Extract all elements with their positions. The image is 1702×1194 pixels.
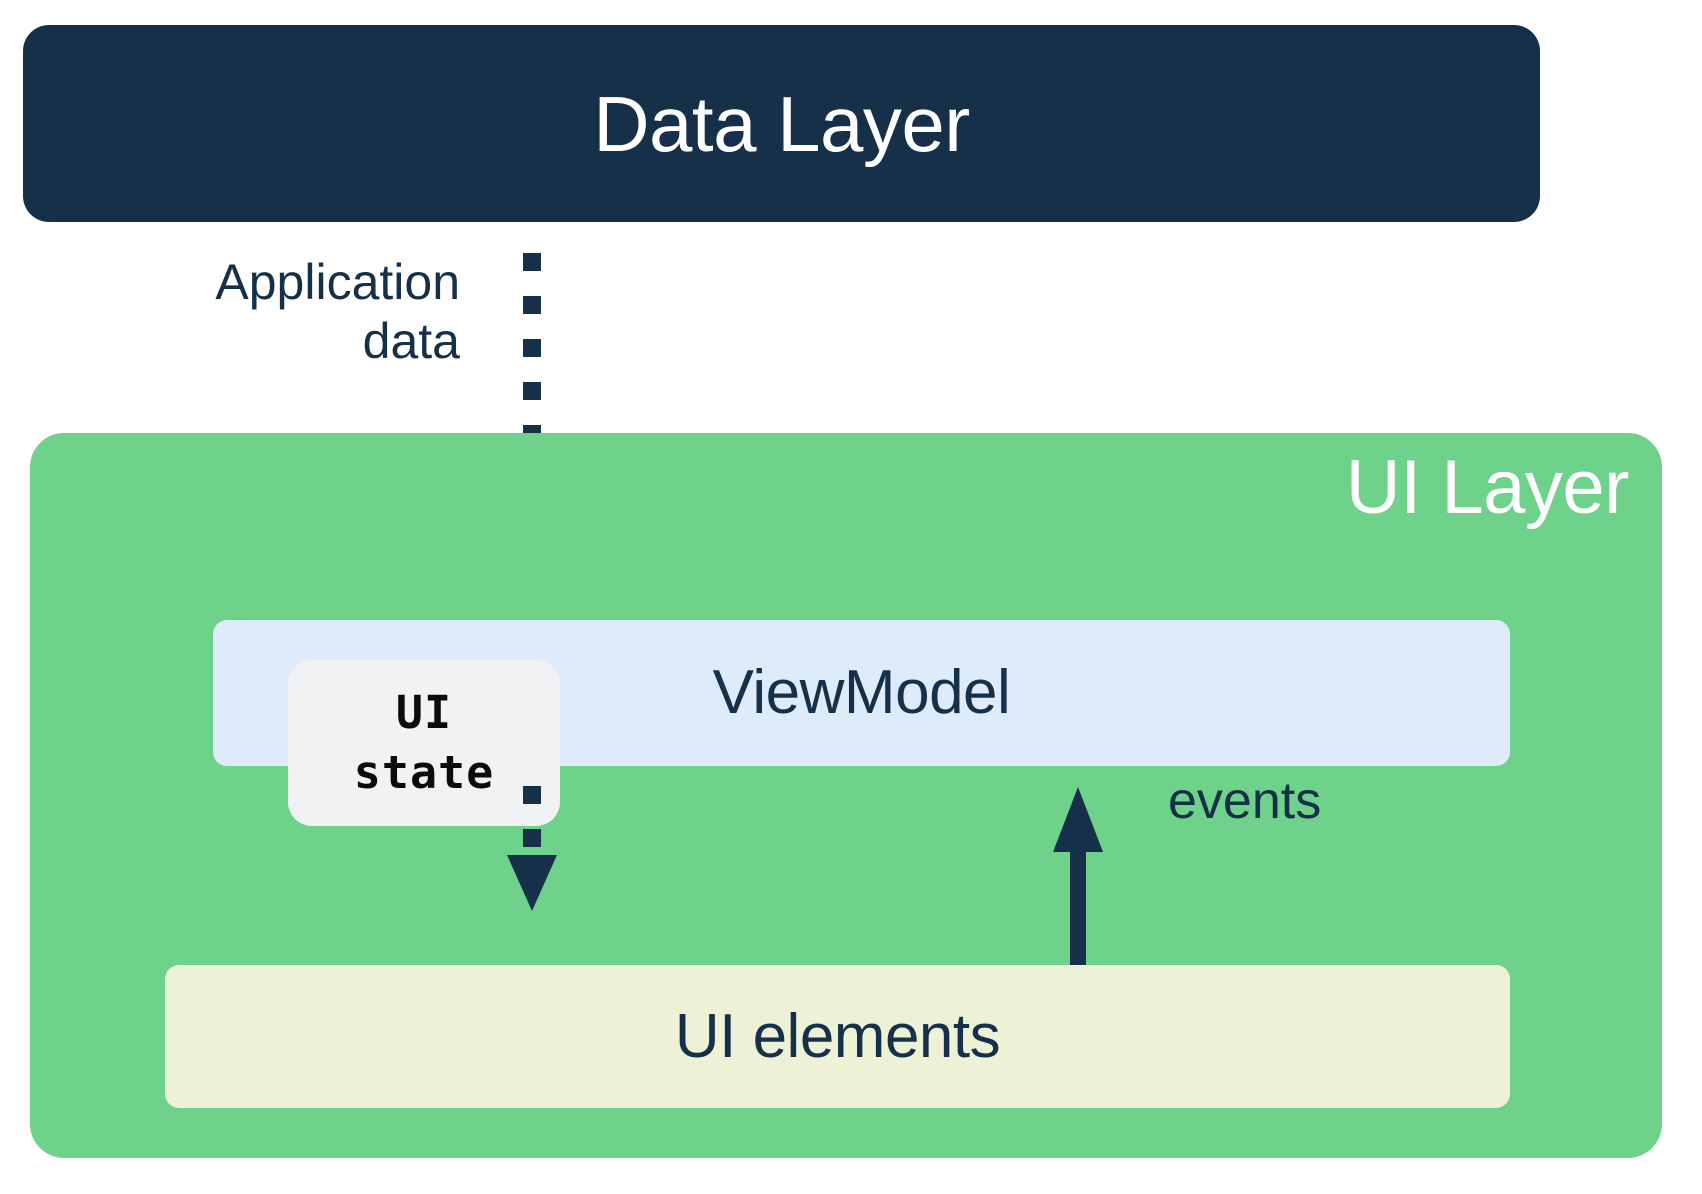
dot-segment (523, 296, 541, 314)
events-arrowhead-icon (1053, 787, 1103, 852)
ui-state-line1: UI (395, 685, 453, 739)
viewmodel-label: ViewModel (712, 658, 1011, 727)
events-arrow-icon (1053, 787, 1103, 965)
events-label: events (1168, 772, 1322, 830)
ui-state-dotted-line (523, 786, 541, 848)
ui-state-arrowhead-icon (507, 855, 557, 911)
ui-layer-box: UI Layer ViewModel UI state events UI el… (30, 433, 1662, 1158)
application-data-label-line2: data (362, 313, 460, 369)
ui-elements-box: UI elements (165, 965, 1510, 1108)
dot-segment (523, 253, 541, 271)
ui-state-chip: UI state (288, 660, 560, 826)
ui-layer-title: UI Layer (1345, 445, 1630, 530)
dot-segment (523, 829, 541, 847)
dot-segment (523, 382, 541, 400)
events-arrow-shaft (1070, 847, 1086, 965)
dot-segment (523, 786, 541, 804)
application-data-label-line1: Application (215, 254, 460, 310)
data-layer-title: Data Layer (593, 79, 970, 168)
ui-state-line2: state (353, 746, 495, 799)
dot-segment (523, 339, 541, 357)
data-layer-box: Data Layer (23, 25, 1540, 222)
application-data-label: Application data (120, 253, 460, 371)
ui-elements-label: UI elements (674, 1001, 1001, 1071)
